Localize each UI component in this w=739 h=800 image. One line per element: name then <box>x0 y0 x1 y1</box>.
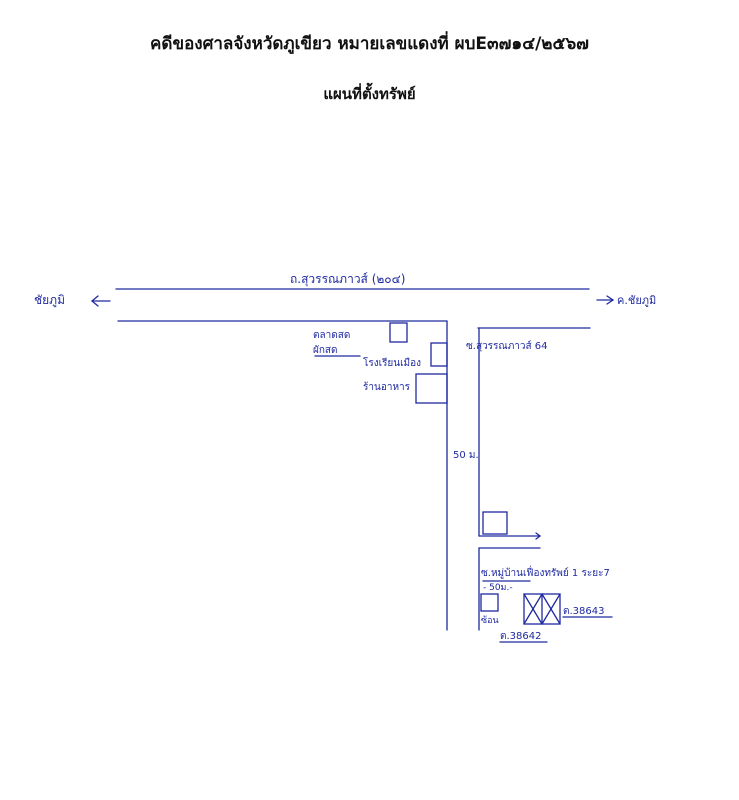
building-1 <box>389 322 408 343</box>
property-soi-line: ซ.หมู่บ้านเฟื่องทรัพย์ 1 ระยะ7 <box>481 565 610 579</box>
neighbor-label: ซ้อน <box>481 615 499 626</box>
document-subtitle: แผนที่ตั้งทรัพย์ <box>323 85 416 103</box>
main-road-label: ถ.สุวรรณภาวส์ (๒๐๔) <box>290 272 405 287</box>
building-3 <box>415 373 448 404</box>
parcel-2-label: ต.38642 <box>500 631 541 642</box>
neighbor-building <box>480 593 499 612</box>
document-title: คดีของศาลจังหวัดภูเขียว หมายเลขแดงที่ ผบ… <box>150 34 589 54</box>
property-cross-d <box>541 593 561 625</box>
right-arrow-head <box>606 295 615 305</box>
distance-2-label: - 50ม.- <box>483 583 513 593</box>
property-cross-b <box>523 593 543 625</box>
landmark-1-line2: ผักสด <box>313 345 338 356</box>
building-2 <box>430 342 448 367</box>
branch-road-arrow <box>535 532 542 540</box>
landmark-3: ร้านอาหาร <box>363 381 411 393</box>
right-direction-label: ค.ชัยภูมิ <box>617 294 656 307</box>
soi-label: ซ.สุวรรณภาวส์ 64 <box>466 340 548 352</box>
landmark-2: โรงเรียนเมือง <box>363 356 421 369</box>
parcel-1-label: ต.38643 <box>563 606 604 617</box>
left-arrow-head <box>90 295 99 307</box>
landmark-1-line1: ตลาดสด <box>313 330 350 341</box>
left-direction-label: ชัยภูมิ <box>34 293 65 308</box>
building-4 <box>482 511 508 535</box>
distance-1-label: 50 ม. <box>453 450 479 461</box>
